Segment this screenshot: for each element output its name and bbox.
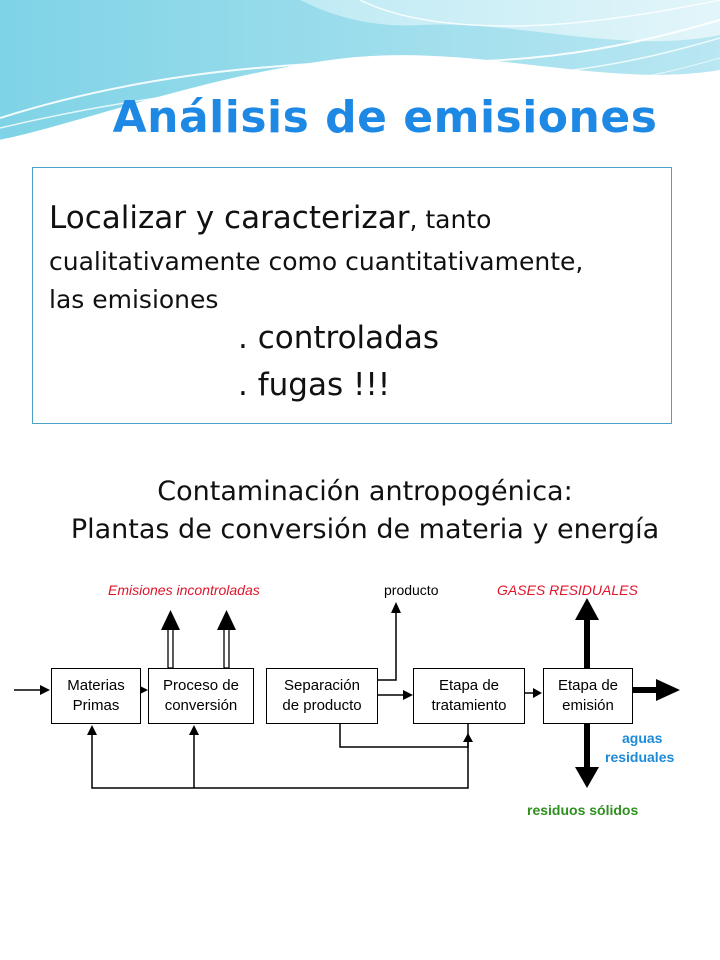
box-separation-line-2: de producto	[282, 697, 362, 714]
page-title: Análisis de emisiones	[112, 92, 658, 143]
subtitle-line-1: Contaminación antropogénica:	[157, 476, 573, 507]
arrowhead-recycle-treatment	[463, 733, 473, 742]
recycle-line-bottom	[91, 724, 469, 789]
arrowhead-to-treatment	[403, 690, 413, 700]
wastewater-label-line-1: aguas	[622, 730, 663, 746]
box-treatment-stage: Etapa de tratamiento	[413, 668, 525, 724]
subtitle-line-2: Plantas de conversión de materia y energ…	[70, 514, 660, 545]
intro-line-1: Localizar y caracterizar, tanto	[49, 200, 491, 236]
intro-line-3: las emisiones	[49, 285, 219, 314]
recycle-line-to-treatment	[339, 724, 469, 748]
box-emission-stage: Etapa de emisión	[543, 668, 633, 724]
intro-item-controlled: . controladas	[238, 320, 439, 356]
box-product-separation: Separación de producto	[266, 668, 378, 724]
intro-item-leaks: . fugas !!!	[238, 367, 391, 403]
box-conversion-line-1: Proceso de	[163, 677, 239, 694]
box-emission-line-2: emisión	[562, 697, 614, 714]
emission-arrows	[575, 598, 680, 788]
arrowhead-recycle-conversion	[189, 725, 199, 735]
box-separation-line-1: Separación	[284, 677, 360, 694]
box-raw-materials-line-2: Primas	[72, 697, 120, 714]
product-line	[378, 612, 397, 681]
box-treatment-line-2: tratamiento	[431, 697, 507, 714]
arrowhead-raw-to-conversion	[140, 686, 148, 694]
box-conversion-line-2: conversión	[164, 697, 238, 714]
uncontrolled-emission-arrows	[161, 610, 236, 669]
intro-line-1-rest: , tanto	[409, 205, 492, 234]
arrowhead-to-emission	[533, 688, 542, 698]
input-arrowhead	[40, 685, 50, 695]
box-conversion-process: Proceso de conversión	[148, 668, 254, 724]
intro-box: Localizar y caracterizar, tanto cualitat…	[32, 167, 672, 424]
intro-line-1-main: Localizar y caracterizar	[49, 200, 410, 236]
intro-line-2: cualitativamente como cuantitativamente,	[49, 247, 584, 276]
header-waves	[0, 0, 720, 141]
box-raw-materials-line-1: Materias	[67, 677, 125, 694]
uncontrolled-emissions-label: Emisiones incontroladas	[108, 582, 260, 598]
box-emission-line-1: Etapa de	[557, 677, 619, 694]
wastewater-label-line-2: residuales	[605, 749, 675, 765]
arrowhead-recycle-raw	[87, 725, 97, 735]
waste-gases-label: GASES RESIDUALES	[497, 582, 638, 598]
box-treatment-line-1: Etapa de	[438, 677, 500, 694]
product-label: producto	[384, 582, 439, 598]
solid-waste-label: residuos sólidos	[527, 802, 639, 818]
product-arrowhead	[391, 602, 401, 613]
